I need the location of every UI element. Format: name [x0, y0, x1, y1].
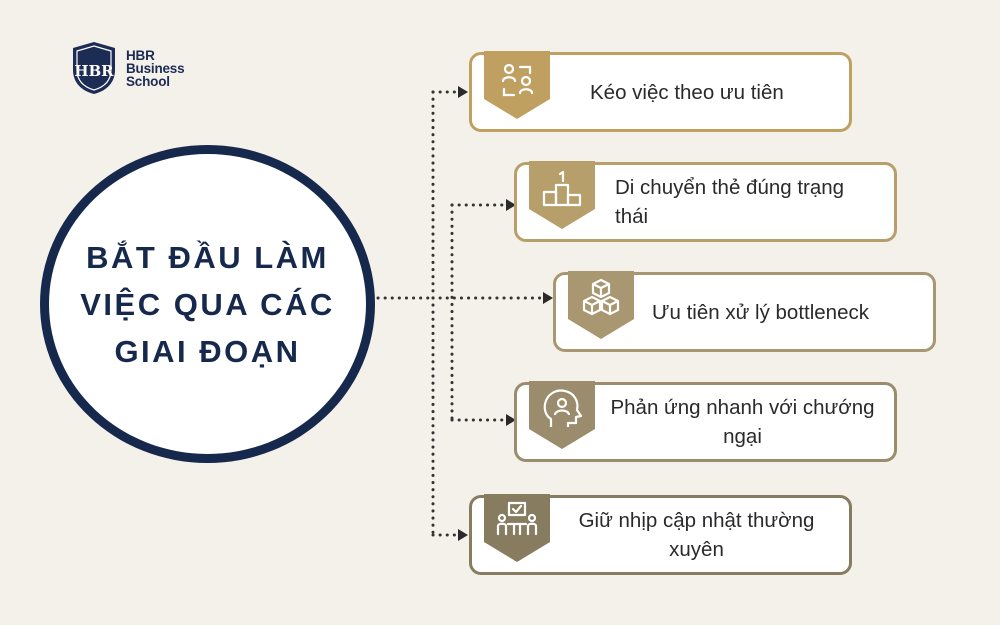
brand-name: HBR Business School — [126, 47, 185, 89]
brand-line-3: School — [126, 73, 170, 89]
hub-title: BẮT ĐẦU LÀM VIỆC QUA CÁC GIAI ĐOẠN — [80, 239, 335, 369]
head-person-icon — [543, 389, 583, 427]
step-5-badge — [484, 494, 550, 562]
step-card-4: Phản ứng nhanh với chướng ngại — [514, 381, 897, 462]
arrowhead-2 — [506, 199, 516, 211]
team-meeting-icon — [496, 501, 538, 536]
step-2-label: Di chuyển thẻ đúng trạng thái — [615, 176, 845, 228]
step-3-badge — [568, 271, 634, 339]
step-4-badge — [529, 381, 595, 449]
arrowhead-4 — [506, 414, 516, 426]
step-2-badge — [529, 161, 595, 229]
logo-monogram: HBR — [74, 62, 114, 80]
step-card-3: Ưu tiên xử lý bottleneck — [553, 271, 936, 352]
central-hub-circle: BẮT ĐẦU LÀM VIỆC QUA CÁC GIAI ĐOẠN — [40, 145, 375, 463]
people-swap-icon — [501, 63, 534, 97]
arrowhead-3 — [543, 292, 553, 304]
step-card-2: Di chuyển thẻ đúng trạng thái — [514, 161, 897, 242]
arrowhead-5 — [458, 529, 468, 541]
step-card-1: Kéo việc theo ưu tiên — [469, 51, 852, 132]
step-1-label: Kéo việc theo ưu tiên — [590, 80, 784, 104]
step-4-label: Phản ứng nhanh với chướng ngại — [610, 396, 875, 448]
boxes-icon — [582, 278, 620, 316]
brand-line-1: HBR — [126, 47, 155, 63]
arrowhead-1 — [458, 86, 468, 98]
hbr-shield-icon: HBR — [73, 42, 115, 94]
brand-logo: HBR HBR Business School — [70, 40, 185, 96]
step-card-5: Giữ nhịp cập nhật thường xuyên — [469, 494, 852, 575]
podium-icon — [542, 170, 582, 207]
step-3-label: Ưu tiên xử lý bottleneck — [652, 300, 869, 324]
step-5-label: Giữ nhịp cập nhật thường xuyên — [578, 509, 815, 561]
step-1-badge — [484, 51, 550, 119]
brand-line-2: Business — [126, 60, 185, 76]
